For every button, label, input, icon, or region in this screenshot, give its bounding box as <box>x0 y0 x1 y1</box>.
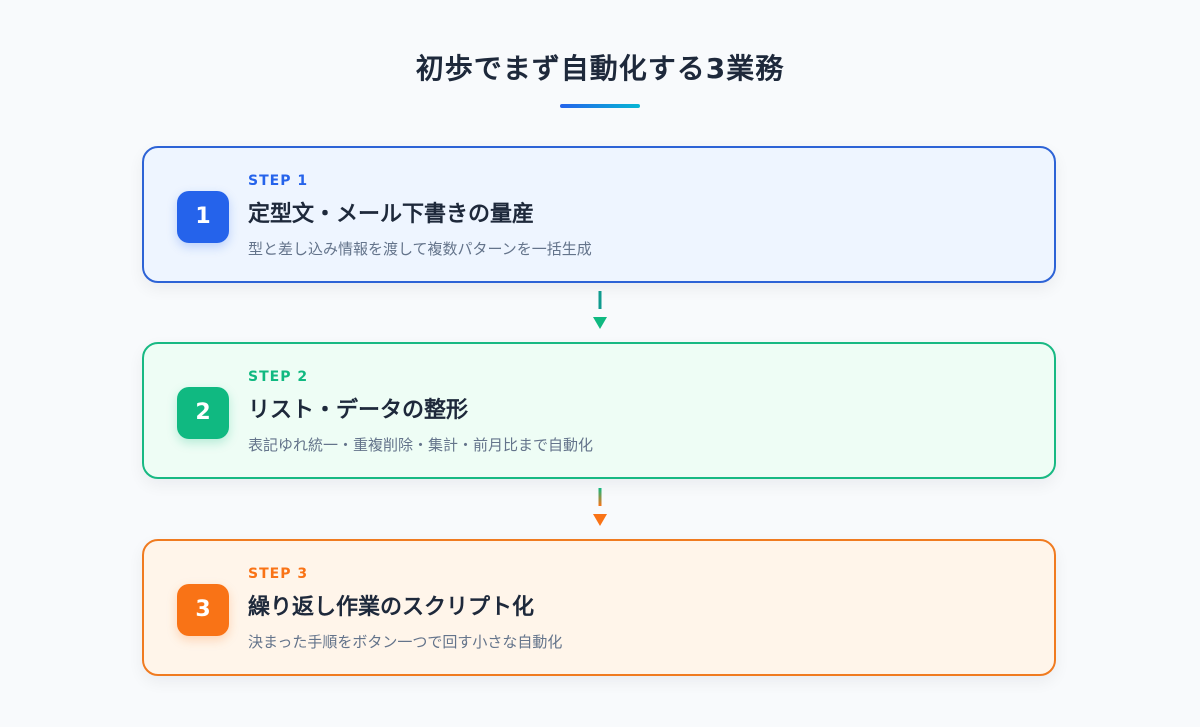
step-description-2: 表記ゆれ統一・重複削除・集計・前月比まで自動化 <box>248 436 594 454</box>
connector-arrow-1 <box>593 291 607 329</box>
connector-arrow-2 <box>593 488 607 526</box>
arrow-head-down-icon <box>593 514 607 526</box>
step-number-badge-1: 1 <box>177 191 229 243</box>
page-title: 初歩でまず自動化する3業務 <box>415 52 785 85</box>
step-title-3: 繰り返し作業のスクリプト化 <box>248 595 535 620</box>
step-number-badge-3: 3 <box>177 584 229 636</box>
step-card-2: 2 STEP 2 リスト・データの整形 表記ゆれ統一・重複削除・集計・前月比まで… <box>142 342 1056 479</box>
step-label-3: STEP 3 <box>248 566 309 582</box>
step-description-1: 型と差し込み情報を渡して複数パターンを一括生成 <box>248 240 592 258</box>
step-card-3: 3 STEP 3 繰り返し作業のスクリプト化 決まった手順をボタン一つで回す小さ… <box>142 539 1056 676</box>
connector-line-2 <box>598 488 602 506</box>
title-underline <box>560 104 640 108</box>
step-title-1: 定型文・メール下書きの量産 <box>248 202 535 227</box>
step-label-2: STEP 2 <box>248 369 309 385</box>
step-number-badge-2: 2 <box>177 387 229 439</box>
step-label-1: STEP 1 <box>248 173 309 189</box>
arrow-head-down-icon <box>593 317 607 329</box>
step-card-1: 1 STEP 1 定型文・メール下書きの量産 型と差し込み情報を渡して複数パター… <box>142 146 1056 283</box>
step-description-3: 決まった手順をボタン一つで回す小さな自動化 <box>248 633 563 651</box>
step-title-2: リスト・データの整形 <box>248 398 469 423</box>
connector-line-1 <box>598 291 602 309</box>
